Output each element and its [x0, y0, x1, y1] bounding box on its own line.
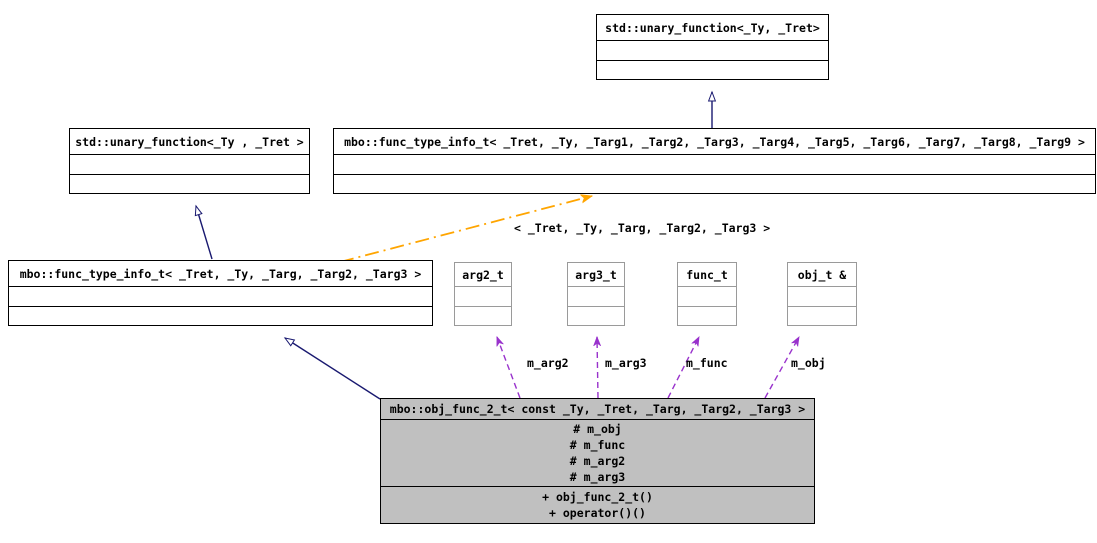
- class-title: mbo::func_type_info_t< _Tret, _Ty, _Targ…: [19, 266, 422, 281]
- class-attributes: [597, 40, 828, 59]
- type-box-arg3-t[interactable]: arg3_t: [567, 262, 625, 326]
- class-box-func-type-info-t-full[interactable]: mbo::func_type_info_t< _Tret, _Ty, _Targ…: [333, 128, 1096, 194]
- attribute-row: # m_obj: [573, 422, 622, 436]
- type-methods: [788, 305, 856, 325]
- type-attributes: [788, 286, 856, 305]
- edge-usage-m-arg2: [496, 337, 521, 399]
- class-attributes: [70, 154, 309, 173]
- edge-label-m-arg2: m_arg2: [527, 356, 569, 370]
- type-attributes: [678, 286, 736, 305]
- type-attributes: [568, 286, 624, 305]
- attribute-row: # m_func: [569, 438, 626, 452]
- type-box-obj-t-ref[interactable]: obj_t &: [787, 262, 857, 326]
- type-title: arg2_t: [462, 267, 504, 282]
- class-box-std-unary-function-top[interactable]: std::unary_function<_Ty, _Tret>: [596, 14, 829, 80]
- class-attributes: # m_obj # m_func # m_arg2 # m_arg3: [381, 419, 814, 486]
- type-box-func-t[interactable]: func_t: [677, 262, 737, 326]
- class-methods: + obj_func_2_t() + operator()(): [381, 486, 814, 523]
- class-title: mbo::obj_func_2_t< const _Ty, _Tret, _Ta…: [389, 402, 806, 416]
- method-row: + operator()(): [549, 506, 646, 520]
- class-box-std-unary-function-left[interactable]: std::unary_function<_Ty , _Tret >: [69, 128, 310, 194]
- type-title: arg3_t: [575, 267, 617, 282]
- class-attributes: [9, 286, 432, 305]
- class-methods: [9, 305, 432, 325]
- class-box-func-type-info-t-spec[interactable]: mbo::func_type_info_t< _Tret, _Ty, _Targ…: [8, 260, 433, 326]
- edge-inheritance-left: [194, 204, 213, 260]
- attribute-row: # m_arg2: [569, 454, 626, 468]
- type-attributes: [455, 286, 511, 305]
- type-methods: [455, 305, 511, 325]
- class-box-obj-func-2-t[interactable]: mbo::obj_func_2_t< const _Ty, _Tret, _Ta…: [380, 398, 815, 524]
- type-title: func_t: [686, 267, 728, 282]
- class-methods: [597, 59, 828, 79]
- edge-label-m-obj: m_obj: [791, 356, 826, 370]
- type-methods: [678, 305, 736, 325]
- type-methods: [568, 305, 624, 325]
- method-row: + obj_func_2_t(): [542, 490, 653, 504]
- type-title: obj_t &: [797, 267, 847, 282]
- edge-label-m-arg3: m_arg3: [605, 356, 647, 370]
- class-attributes: [334, 154, 1095, 173]
- type-box-arg2-t[interactable]: arg2_t: [454, 262, 512, 326]
- class-title: std::unary_function<_Ty , _Tret >: [75, 134, 304, 149]
- edge-label-m-func: m_func: [686, 356, 728, 370]
- class-title: std::unary_function<_Ty, _Tret>: [605, 20, 820, 35]
- edge-usage-m-arg3: [597, 337, 598, 399]
- class-methods: [334, 173, 1095, 193]
- attribute-row: # m_arg3: [569, 470, 626, 484]
- edge-label-template-binding: < _Tret, _Ty, _Targ, _Targ2, _Targ3 >: [514, 221, 771, 235]
- class-methods: [70, 173, 309, 193]
- class-title: mbo::func_type_info_t< _Tret, _Ty, _Targ…: [344, 134, 1085, 149]
- edge-inheritance-bottom: [283, 337, 381, 400]
